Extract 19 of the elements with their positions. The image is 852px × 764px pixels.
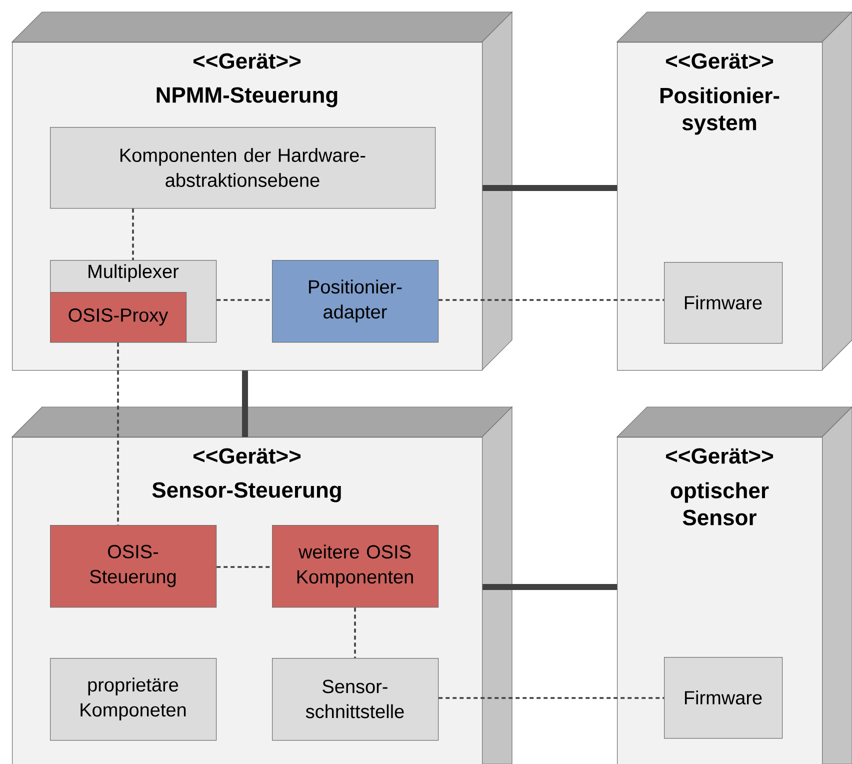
component-box: Positionier-adapter bbox=[272, 260, 439, 343]
component-box: proprietäre Komponeten bbox=[50, 658, 217, 741]
dependency-line bbox=[438, 299, 664, 301]
dependency-line bbox=[354, 608, 356, 658]
dependency-line bbox=[216, 299, 272, 301]
dependency-line bbox=[117, 342, 119, 525]
component-box: OSIS-Proxy bbox=[50, 292, 187, 343]
component-box: Sensor-schnittstelle bbox=[272, 658, 439, 741]
component-box: Firmware bbox=[664, 262, 783, 344]
component-box: Firmware bbox=[664, 657, 783, 739]
connection-line bbox=[482, 185, 617, 191]
connection-line bbox=[482, 584, 617, 590]
component-box: Komponenten der Hardware-abstraktionsebene bbox=[50, 127, 436, 209]
connection-line bbox=[242, 370, 248, 437]
component-box: weitere OSIS Komponenten bbox=[272, 525, 439, 608]
component-box: OSIS-Steuerung bbox=[50, 525, 217, 608]
dependency-line bbox=[216, 566, 272, 568]
dependency-line bbox=[438, 697, 664, 699]
dependency-line bbox=[132, 208, 134, 260]
